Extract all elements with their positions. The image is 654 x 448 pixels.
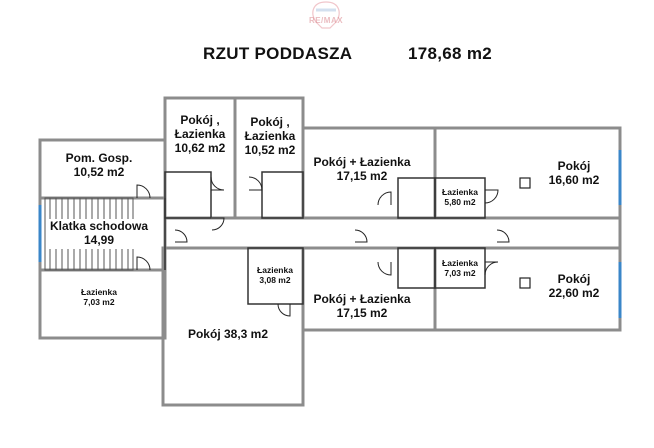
room-label-pokoj-3: Pokój 38,3 m2 — [187, 327, 269, 341]
logo-text: RE/MAX — [308, 16, 344, 25]
room-label-lazienka-2: Łazienka 3,08 m2 — [257, 265, 293, 285]
room-label-pokoj-1: Pokój 16,60 m2 — [548, 159, 600, 187]
room-label-klatka: Klatka schodowa 14,99 — [47, 219, 151, 249]
room-label-pokoj-lazienka-1: Pokój , Łazienka 10,62 m2 — [174, 113, 226, 155]
room-label-pokoj-lazienka-3: Pokój + Łazienka 17,15 m2 — [313, 155, 411, 183]
room-label-pokoj-lazienka-2: Pokój , Łazienka 10,52 m2 — [244, 115, 296, 157]
total-area: 178,68 m2 — [408, 44, 492, 63]
logo-balloon-icon — [312, 1, 340, 29]
room-label-pokoj-lazienka-4: Pokój + Łazienka 17,15 m2 — [313, 292, 411, 320]
plan-title: RZUT PODDASZA — [203, 44, 353, 63]
room-label-lazienka-4: Łazienka 7,03 m2 — [81, 287, 117, 307]
room-label-pokoj-2: Pokój 22,60 m2 — [548, 272, 600, 300]
room-label-lazienka-1: Łazienka 5,80 m2 — [442, 187, 478, 207]
room-label-lazienka-3: Łazienka 7,03 m2 — [442, 258, 478, 278]
room-label-pom-gosp: Pom. Gosp. 10,52 m2 — [65, 151, 133, 179]
